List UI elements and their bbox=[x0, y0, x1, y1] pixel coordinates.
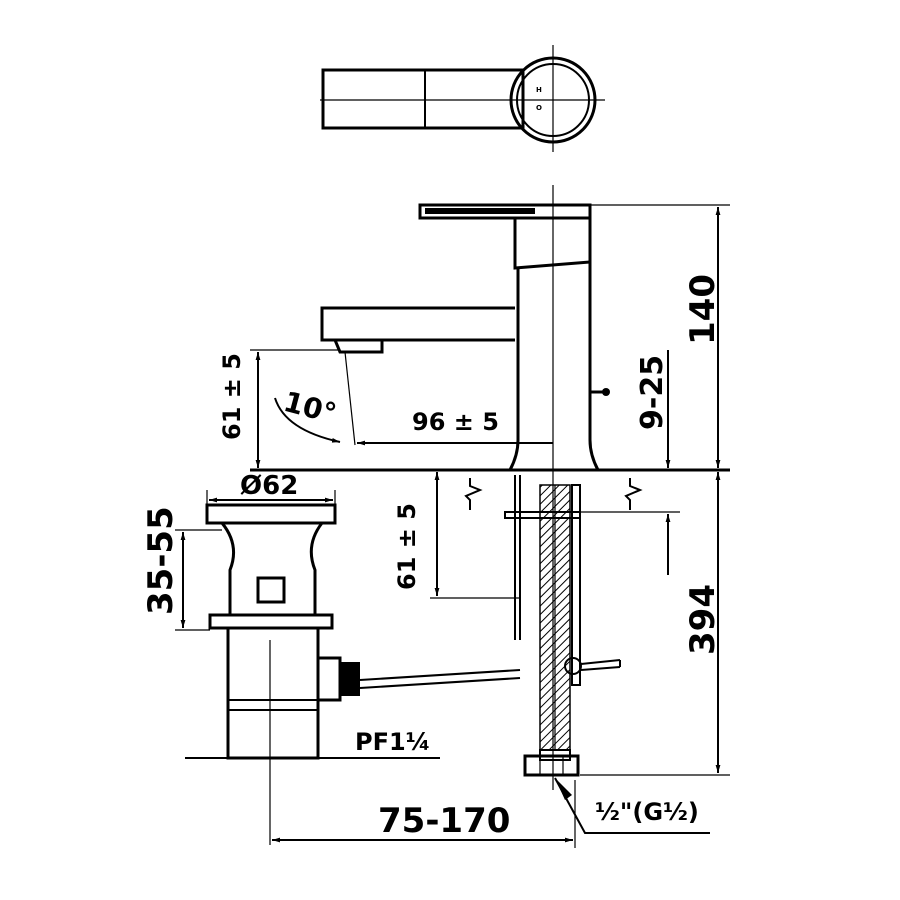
dim-rod-depth: 61 ± 5 bbox=[393, 503, 421, 590]
off-mark: O bbox=[536, 104, 542, 112]
dimensions: 140 394 9-25 61 ± 5 10° 96 ± 5 61 ± 5 Ø6… bbox=[141, 204, 730, 848]
pop-up-drain bbox=[205, 503, 521, 845]
dim-drain-diameter: Ø62 bbox=[240, 471, 298, 501]
dim-394: 394 bbox=[683, 584, 723, 655]
dim-spout-reach: 96 ± 5 bbox=[412, 408, 499, 436]
dim-drain-thread: PF1¼ bbox=[355, 728, 431, 756]
dim-140: 140 bbox=[683, 274, 723, 345]
dim-spout-height: 61 ± 5 bbox=[218, 353, 246, 440]
dim-drain-offset: 75-170 bbox=[378, 801, 510, 841]
dim-drain-height: 35-55 bbox=[141, 506, 181, 615]
dim-angle: 10° bbox=[280, 385, 340, 431]
dim-hose-thread: ½"(G½) bbox=[595, 798, 699, 826]
dim-9-25: 9-25 bbox=[635, 355, 670, 430]
hot-mark: H bbox=[536, 86, 542, 94]
faucet-front-view bbox=[250, 185, 730, 790]
top-view: H O bbox=[320, 45, 605, 152]
